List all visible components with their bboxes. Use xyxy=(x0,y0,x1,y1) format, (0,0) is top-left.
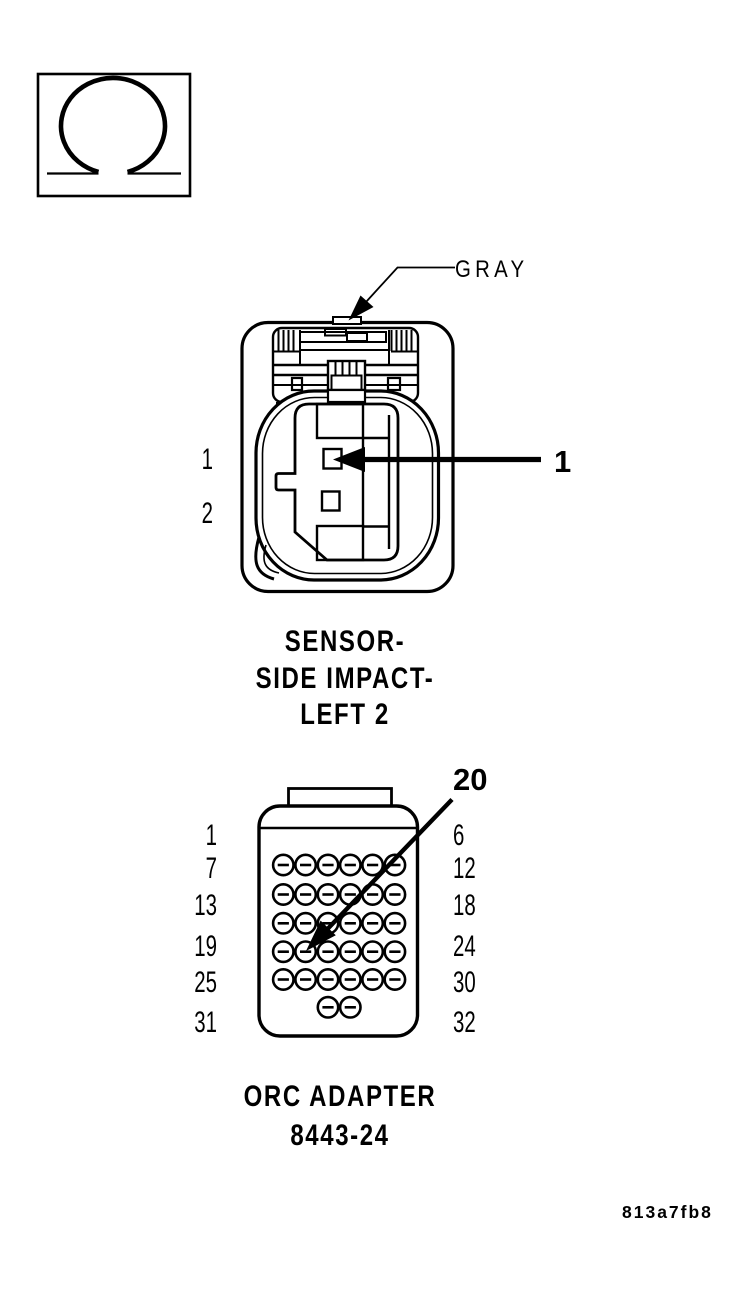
top-connector-caption-line1: SENSOR- xyxy=(284,625,406,658)
bottom-left-label-1: 1 xyxy=(205,819,217,852)
pin1-callout-arrow xyxy=(333,447,541,472)
pin20-callout-arrow xyxy=(306,797,454,951)
pin1-callout-label: 1 xyxy=(554,444,572,479)
bottom-right-label-12: 12 xyxy=(453,852,476,885)
pin20-callout-label: 20 xyxy=(453,762,488,797)
top-connector-pin-2 xyxy=(320,490,341,512)
bottom-connector-caption-line2: 8443-24 xyxy=(290,1119,390,1152)
figure-code: 813a7fb8 xyxy=(622,1202,713,1222)
ohm-omega-icon xyxy=(36,72,192,198)
bottom-left-label-31: 31 xyxy=(194,1006,217,1039)
bottom-left-label-25: 25 xyxy=(194,966,217,999)
top-connector-caption-line3: LEFT 2 xyxy=(300,698,390,731)
top-connector-caption-line2: SIDE IMPACT- xyxy=(255,662,435,695)
bottom-right-label-30: 30 xyxy=(453,966,476,999)
gray-callout-arrow xyxy=(348,266,455,321)
bottom-right-label-18: 18 xyxy=(453,889,476,922)
bottom-right-label-24: 24 xyxy=(453,930,476,963)
bottom-left-label-19: 19 xyxy=(194,930,217,963)
bottom-left-label-7: 7 xyxy=(205,852,217,885)
bottom-connector-caption-line1: ORC ADAPTER xyxy=(243,1080,437,1113)
bottom-right-label-6: 6 xyxy=(453,819,465,852)
connector-color-label: GRAY xyxy=(455,256,529,283)
bottom-left-label-13: 13 xyxy=(194,889,217,922)
bottom-connector-drawing xyxy=(257,787,420,1038)
top-pin-label-2: 2 xyxy=(201,497,213,530)
top-pin-label-1: 1 xyxy=(201,443,213,476)
top-connector-drawing xyxy=(240,316,455,594)
bottom-right-label-32: 32 xyxy=(453,1006,476,1039)
